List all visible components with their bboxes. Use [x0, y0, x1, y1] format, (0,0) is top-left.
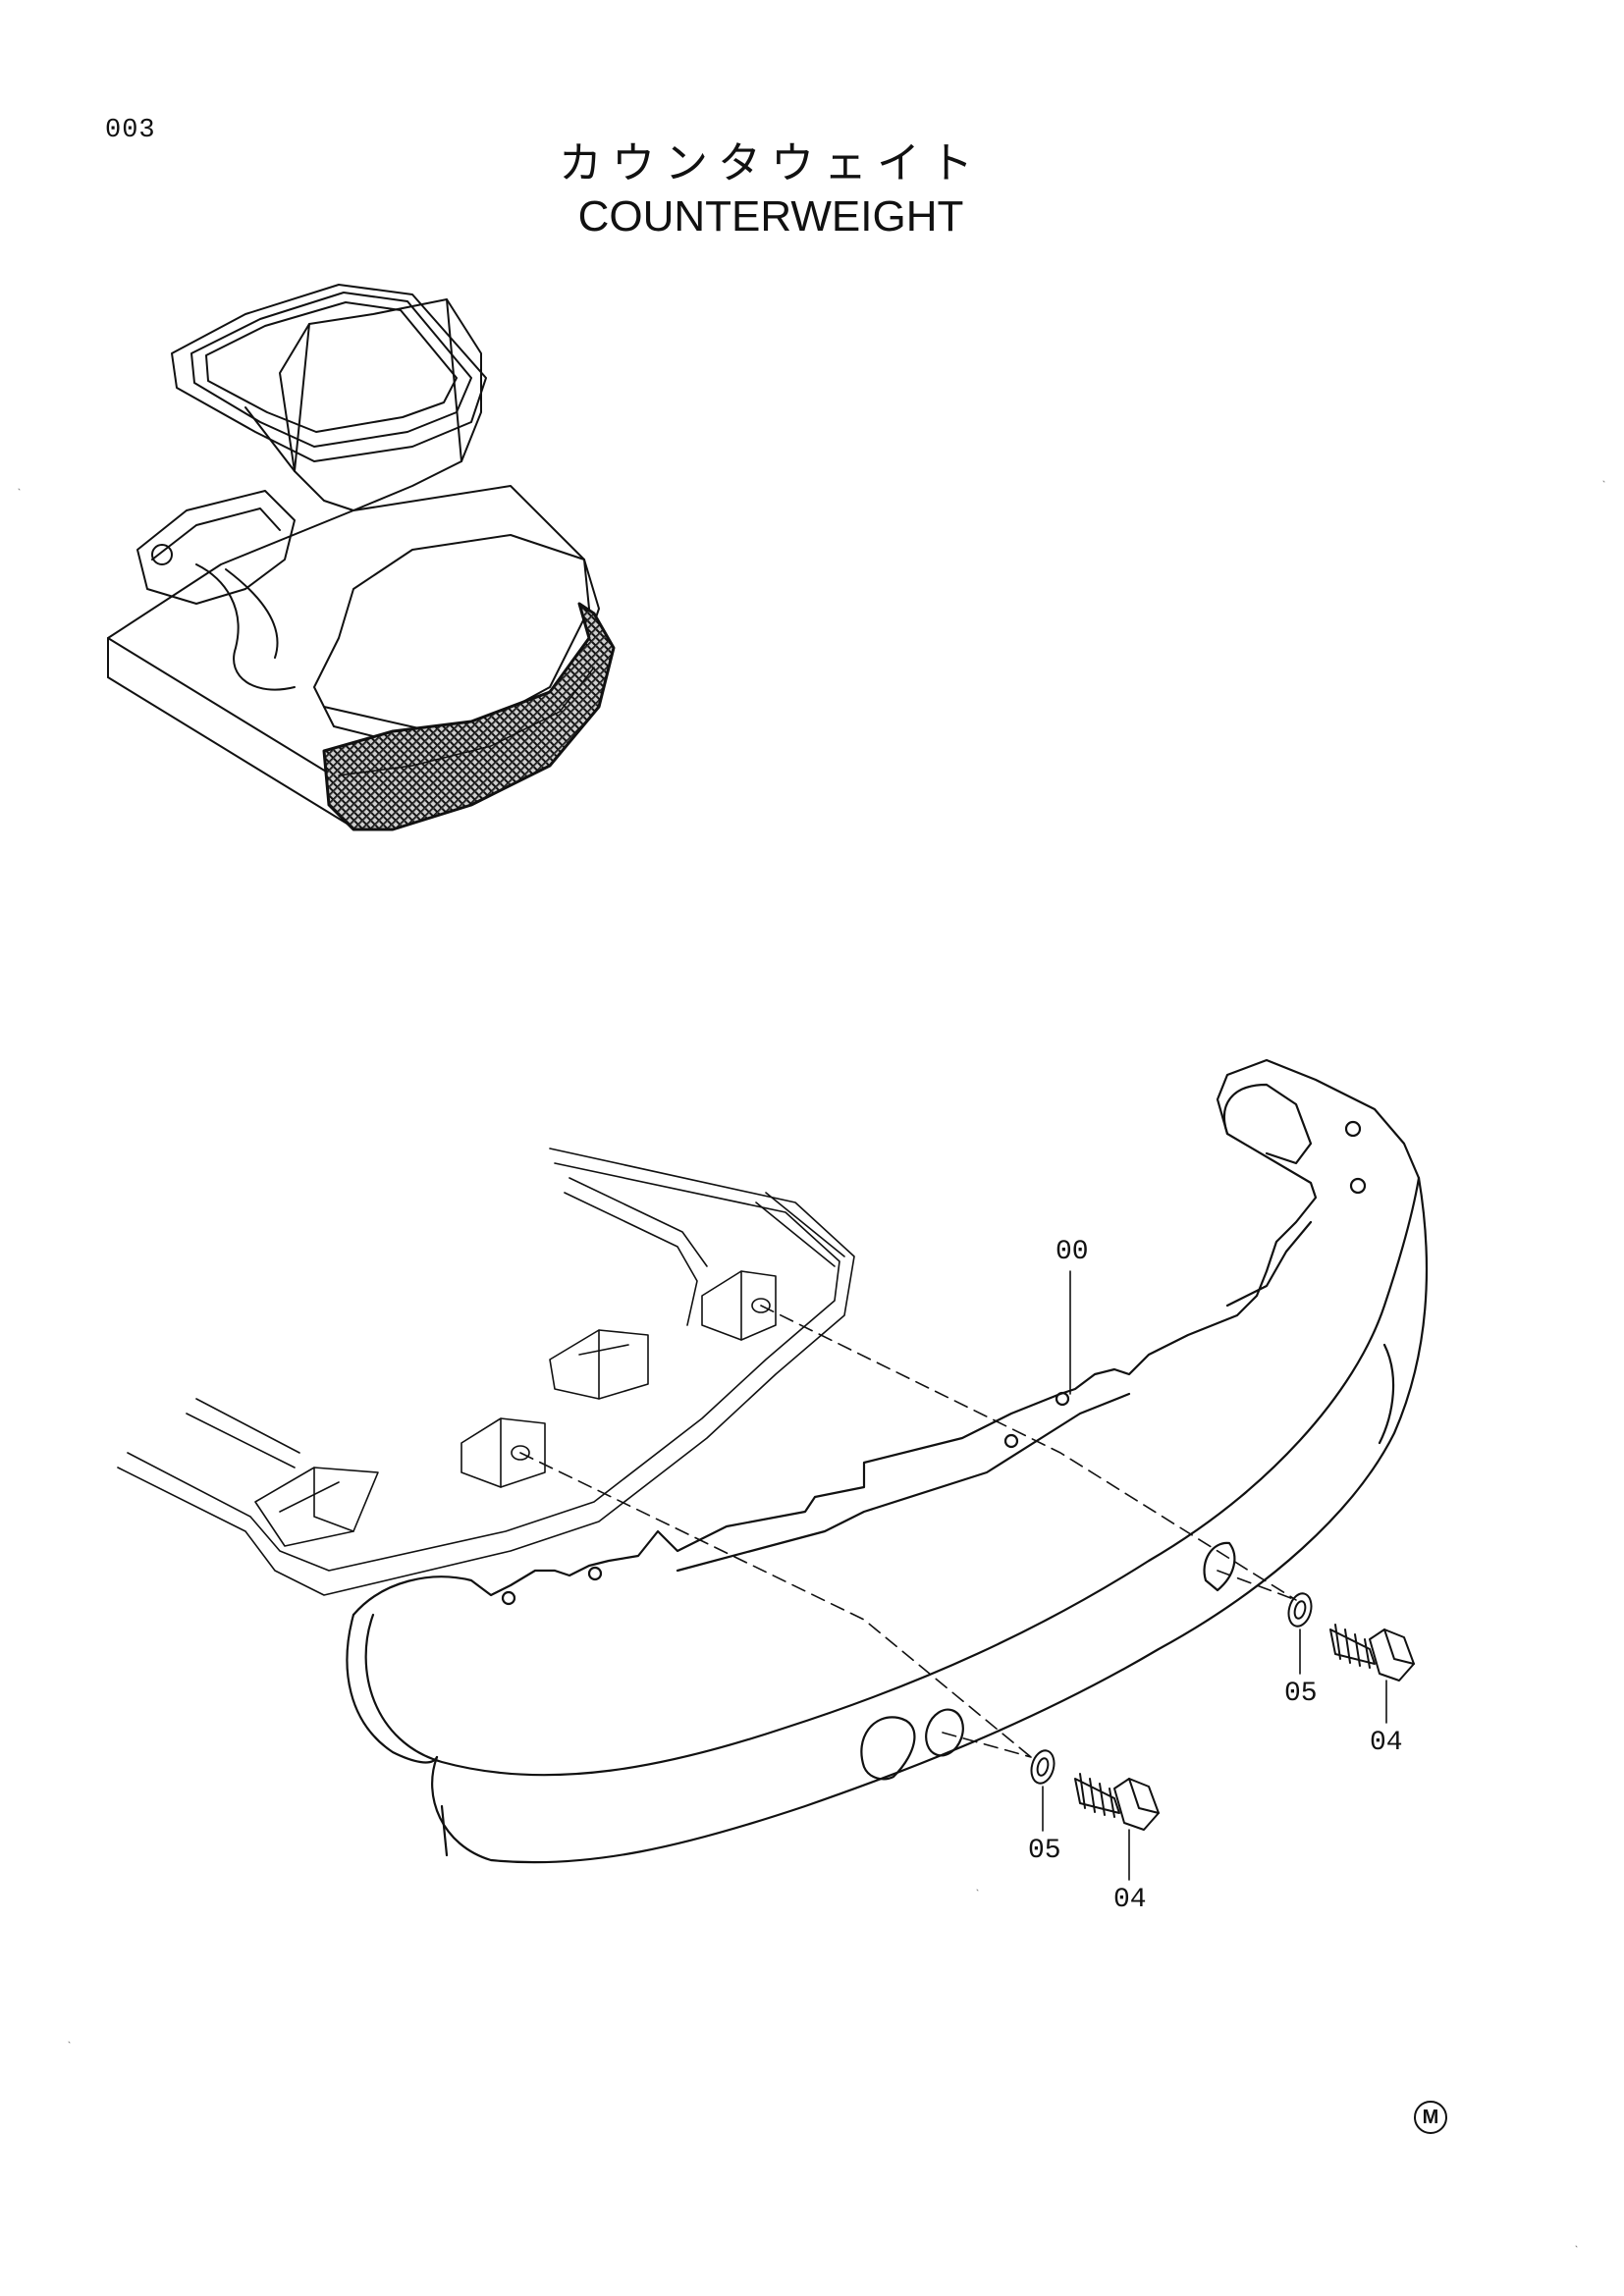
frame-bracket: [549, 1329, 649, 1400]
upper-structure-deck: [107, 485, 590, 826]
callout-05-right: 05: [1284, 1679, 1318, 1709]
page-title-english: COUNTERWEIGHT: [577, 192, 964, 240]
frame-bracket: [254, 1467, 379, 1547]
assembly-lines: [519, 1305, 1297, 1758]
counterweight-front-face: [431, 1176, 1429, 1864]
mounting-frame: [117, 1148, 855, 1596]
callout-05-left: 05: [1028, 1836, 1061, 1866]
washer-right: [1287, 1592, 1313, 1628]
counterweight-highlight: [322, 602, 616, 831]
machine-overview-illustration: [107, 284, 616, 831]
callout-04-right: 04: [1370, 1728, 1403, 1758]
left-console: [136, 490, 296, 605]
bolt-right: [1329, 1624, 1415, 1682]
cab-body: [279, 298, 482, 511]
seat-frame: [171, 284, 487, 462]
callout-04-left: 04: [1113, 1885, 1147, 1915]
mounting-block: [701, 1270, 777, 1341]
bolt-left: [1074, 1773, 1160, 1831]
page-number: 003: [105, 116, 156, 145]
page-title-japanese: カウンタウェイト: [559, 138, 983, 188]
title-block: カウンタウェイト COUNTERWEIGHT: [0, 137, 1542, 243]
counterweight-part: [346, 1058, 1429, 1864]
washer-left: [1030, 1749, 1056, 1785]
scan-specks: [18, 480, 1605, 2248]
leader-lines: [1042, 1270, 1387, 1881]
manufacturer-mark: M: [1414, 2101, 1447, 2134]
callout-00: 00: [1056, 1237, 1089, 1267]
mounting-block: [460, 1417, 546, 1488]
